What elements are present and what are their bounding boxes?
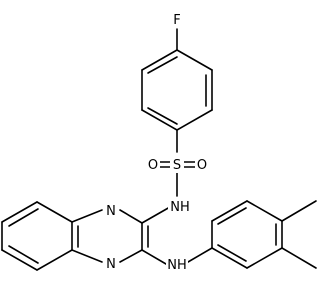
methyl-bond <box>281 247 317 269</box>
bond <box>71 249 103 263</box>
bond <box>8 208 39 227</box>
bond <box>217 207 247 225</box>
label-background <box>104 254 118 272</box>
bond <box>141 249 167 265</box>
bond <box>246 247 283 269</box>
label-background <box>170 10 184 28</box>
quinoxaline-n2-label: N <box>106 257 116 272</box>
bond <box>141 109 178 131</box>
bond <box>1 249 38 271</box>
amine-link <box>141 247 213 265</box>
atom-labels: F S O O NH N N NH <box>104 10 209 273</box>
bond <box>211 247 248 269</box>
sulfur-label: S <box>173 158 181 173</box>
quinoxaline-ring <box>1 201 171 271</box>
sulfonamide-nh-label: NH <box>170 200 190 215</box>
bond <box>147 56 178 74</box>
bond <box>211 200 248 222</box>
bond <box>176 49 213 71</box>
bond <box>187 247 213 263</box>
bond <box>217 244 247 262</box>
fluorophenyl-ring <box>141 28 213 131</box>
label-background <box>195 155 209 173</box>
oxygen-right-label: O <box>197 158 207 173</box>
label-background <box>104 201 118 219</box>
bond <box>119 209 143 224</box>
fluorine-label: F <box>173 13 180 28</box>
bond <box>8 245 39 264</box>
oxygen-left-label: O <box>148 158 158 173</box>
bond <box>147 107 178 125</box>
bond <box>246 200 283 222</box>
label-background <box>168 197 190 215</box>
bond <box>36 249 73 271</box>
bond <box>36 201 73 223</box>
label-background <box>146 155 160 173</box>
bond <box>176 109 213 131</box>
bond <box>141 206 171 224</box>
bond <box>141 49 178 71</box>
bond <box>119 249 143 263</box>
bond <box>1 201 38 223</box>
label-background <box>170 155 184 173</box>
bond <box>71 209 103 223</box>
quinoxaline-n1-label: N <box>106 204 116 219</box>
label-background <box>166 255 188 273</box>
methyl-bond <box>281 200 317 222</box>
dimethylphenyl-ring <box>211 200 317 269</box>
amine-nh-label: NH <box>167 258 187 273</box>
